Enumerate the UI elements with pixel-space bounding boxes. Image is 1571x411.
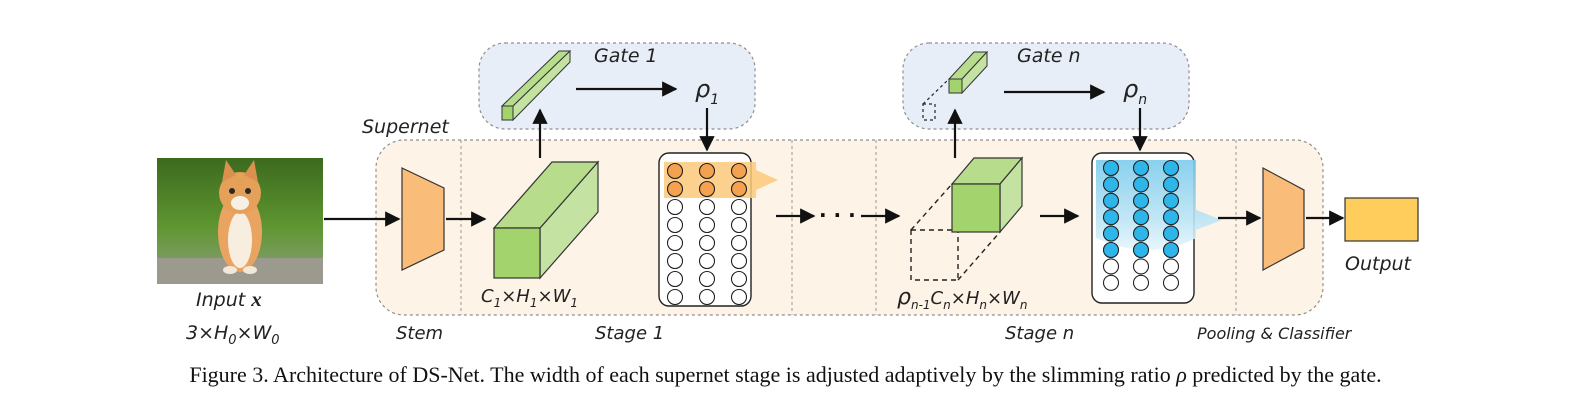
stage1-shape-label: C1×H1×W1 <box>481 286 578 310</box>
inactive-channel <box>698 216 716 234</box>
active-channel <box>1132 176 1150 193</box>
active-channel <box>730 180 748 198</box>
active-channel <box>1132 225 1150 242</box>
active-channel <box>666 180 684 198</box>
ellipsis: · · · <box>819 203 856 227</box>
inactive-channel <box>666 252 684 270</box>
caption-rho: ρ <box>1176 362 1187 387</box>
inactive-channel <box>698 288 716 306</box>
active-channel <box>1102 176 1120 193</box>
supernet-panel <box>375 139 1324 316</box>
active-channel <box>1162 241 1180 259</box>
stem-block <box>401 167 445 271</box>
active-channel <box>698 180 716 198</box>
pooling-label: Pooling & Classifier <box>1197 324 1353 343</box>
gate1-pooled-vector <box>500 49 572 122</box>
active-channel <box>1162 225 1180 242</box>
inactive-channel <box>730 198 748 216</box>
active-channel <box>1132 209 1150 226</box>
stagen-active-glow <box>1096 160 1222 250</box>
active-channel <box>1162 192 1180 209</box>
active-channel <box>730 162 748 180</box>
inactive-channel <box>1102 274 1120 291</box>
stagen-feature-cube <box>910 156 1024 281</box>
stagen-shape-label: ρn-1Cn×Hn×Wn <box>897 285 1027 312</box>
inactive-channel <box>666 234 684 252</box>
active-channel <box>1102 159 1120 177</box>
inactive-channel <box>730 288 748 306</box>
rhon-label: ρn <box>1123 75 1147 108</box>
active-channel <box>1132 159 1150 177</box>
rho1-label: ρ1 <box>695 75 719 108</box>
gate1-label: Gate 1 <box>594 45 658 67</box>
inactive-channel <box>698 252 716 270</box>
inactive-channel <box>730 270 748 288</box>
gaten-label: Gate n <box>1017 45 1081 67</box>
inactive-channel <box>730 252 748 270</box>
stage1-feature-cube <box>492 160 600 280</box>
input-shape-label: 3×H0×W0 <box>186 322 280 348</box>
stem-label: Stem <box>396 323 443 344</box>
active-channel <box>698 162 716 180</box>
inactive-channel <box>730 216 748 234</box>
figure-caption: Figure 3. Architecture of DS-Net. The wi… <box>0 362 1571 388</box>
inactive-channel <box>698 234 716 252</box>
gaten-pooled-vector <box>922 50 989 121</box>
stage1-label: Stage 1 <box>595 323 664 344</box>
stage1-channels <box>666 162 748 306</box>
active-channel <box>1132 192 1150 209</box>
caption-before: Figure 3. Architecture of DS-Net. The wi… <box>189 362 1177 387</box>
output-block <box>1344 197 1419 242</box>
inactive-channel <box>1162 274 1180 291</box>
active-channel <box>1162 176 1180 193</box>
active-channel <box>1102 225 1120 242</box>
supernet-label: Supernet <box>362 116 450 138</box>
inactive-channel <box>666 198 684 216</box>
inactive-channel <box>666 216 684 234</box>
stage1-active-glow <box>664 162 778 198</box>
pooling-classifier-block <box>1262 166 1305 272</box>
inactive-channel <box>666 270 684 288</box>
inactive-channel <box>666 288 684 306</box>
inactive-channel <box>698 270 716 288</box>
active-channel <box>1162 209 1180 226</box>
inactive-channel <box>730 234 748 252</box>
output-label: Output <box>1345 253 1413 275</box>
input-kitten-image <box>157 158 323 284</box>
active-channel <box>1162 159 1180 177</box>
active-channel <box>1102 241 1120 259</box>
inactive-channel <box>1102 258 1120 275</box>
active-channel <box>1102 192 1120 209</box>
input-label: Input x <box>196 287 262 311</box>
inactive-channel <box>698 198 716 216</box>
stagen-channels <box>1102 159 1180 291</box>
inactive-channel <box>1132 258 1150 275</box>
inactive-channel <box>1132 274 1150 291</box>
active-channel <box>1102 209 1120 226</box>
caption-after: predicted by the gate. <box>1186 362 1382 387</box>
active-channel <box>1132 241 1150 259</box>
active-channel <box>666 162 684 180</box>
inactive-channel <box>1162 258 1180 275</box>
stagen-label: Stage n <box>1005 323 1074 344</box>
